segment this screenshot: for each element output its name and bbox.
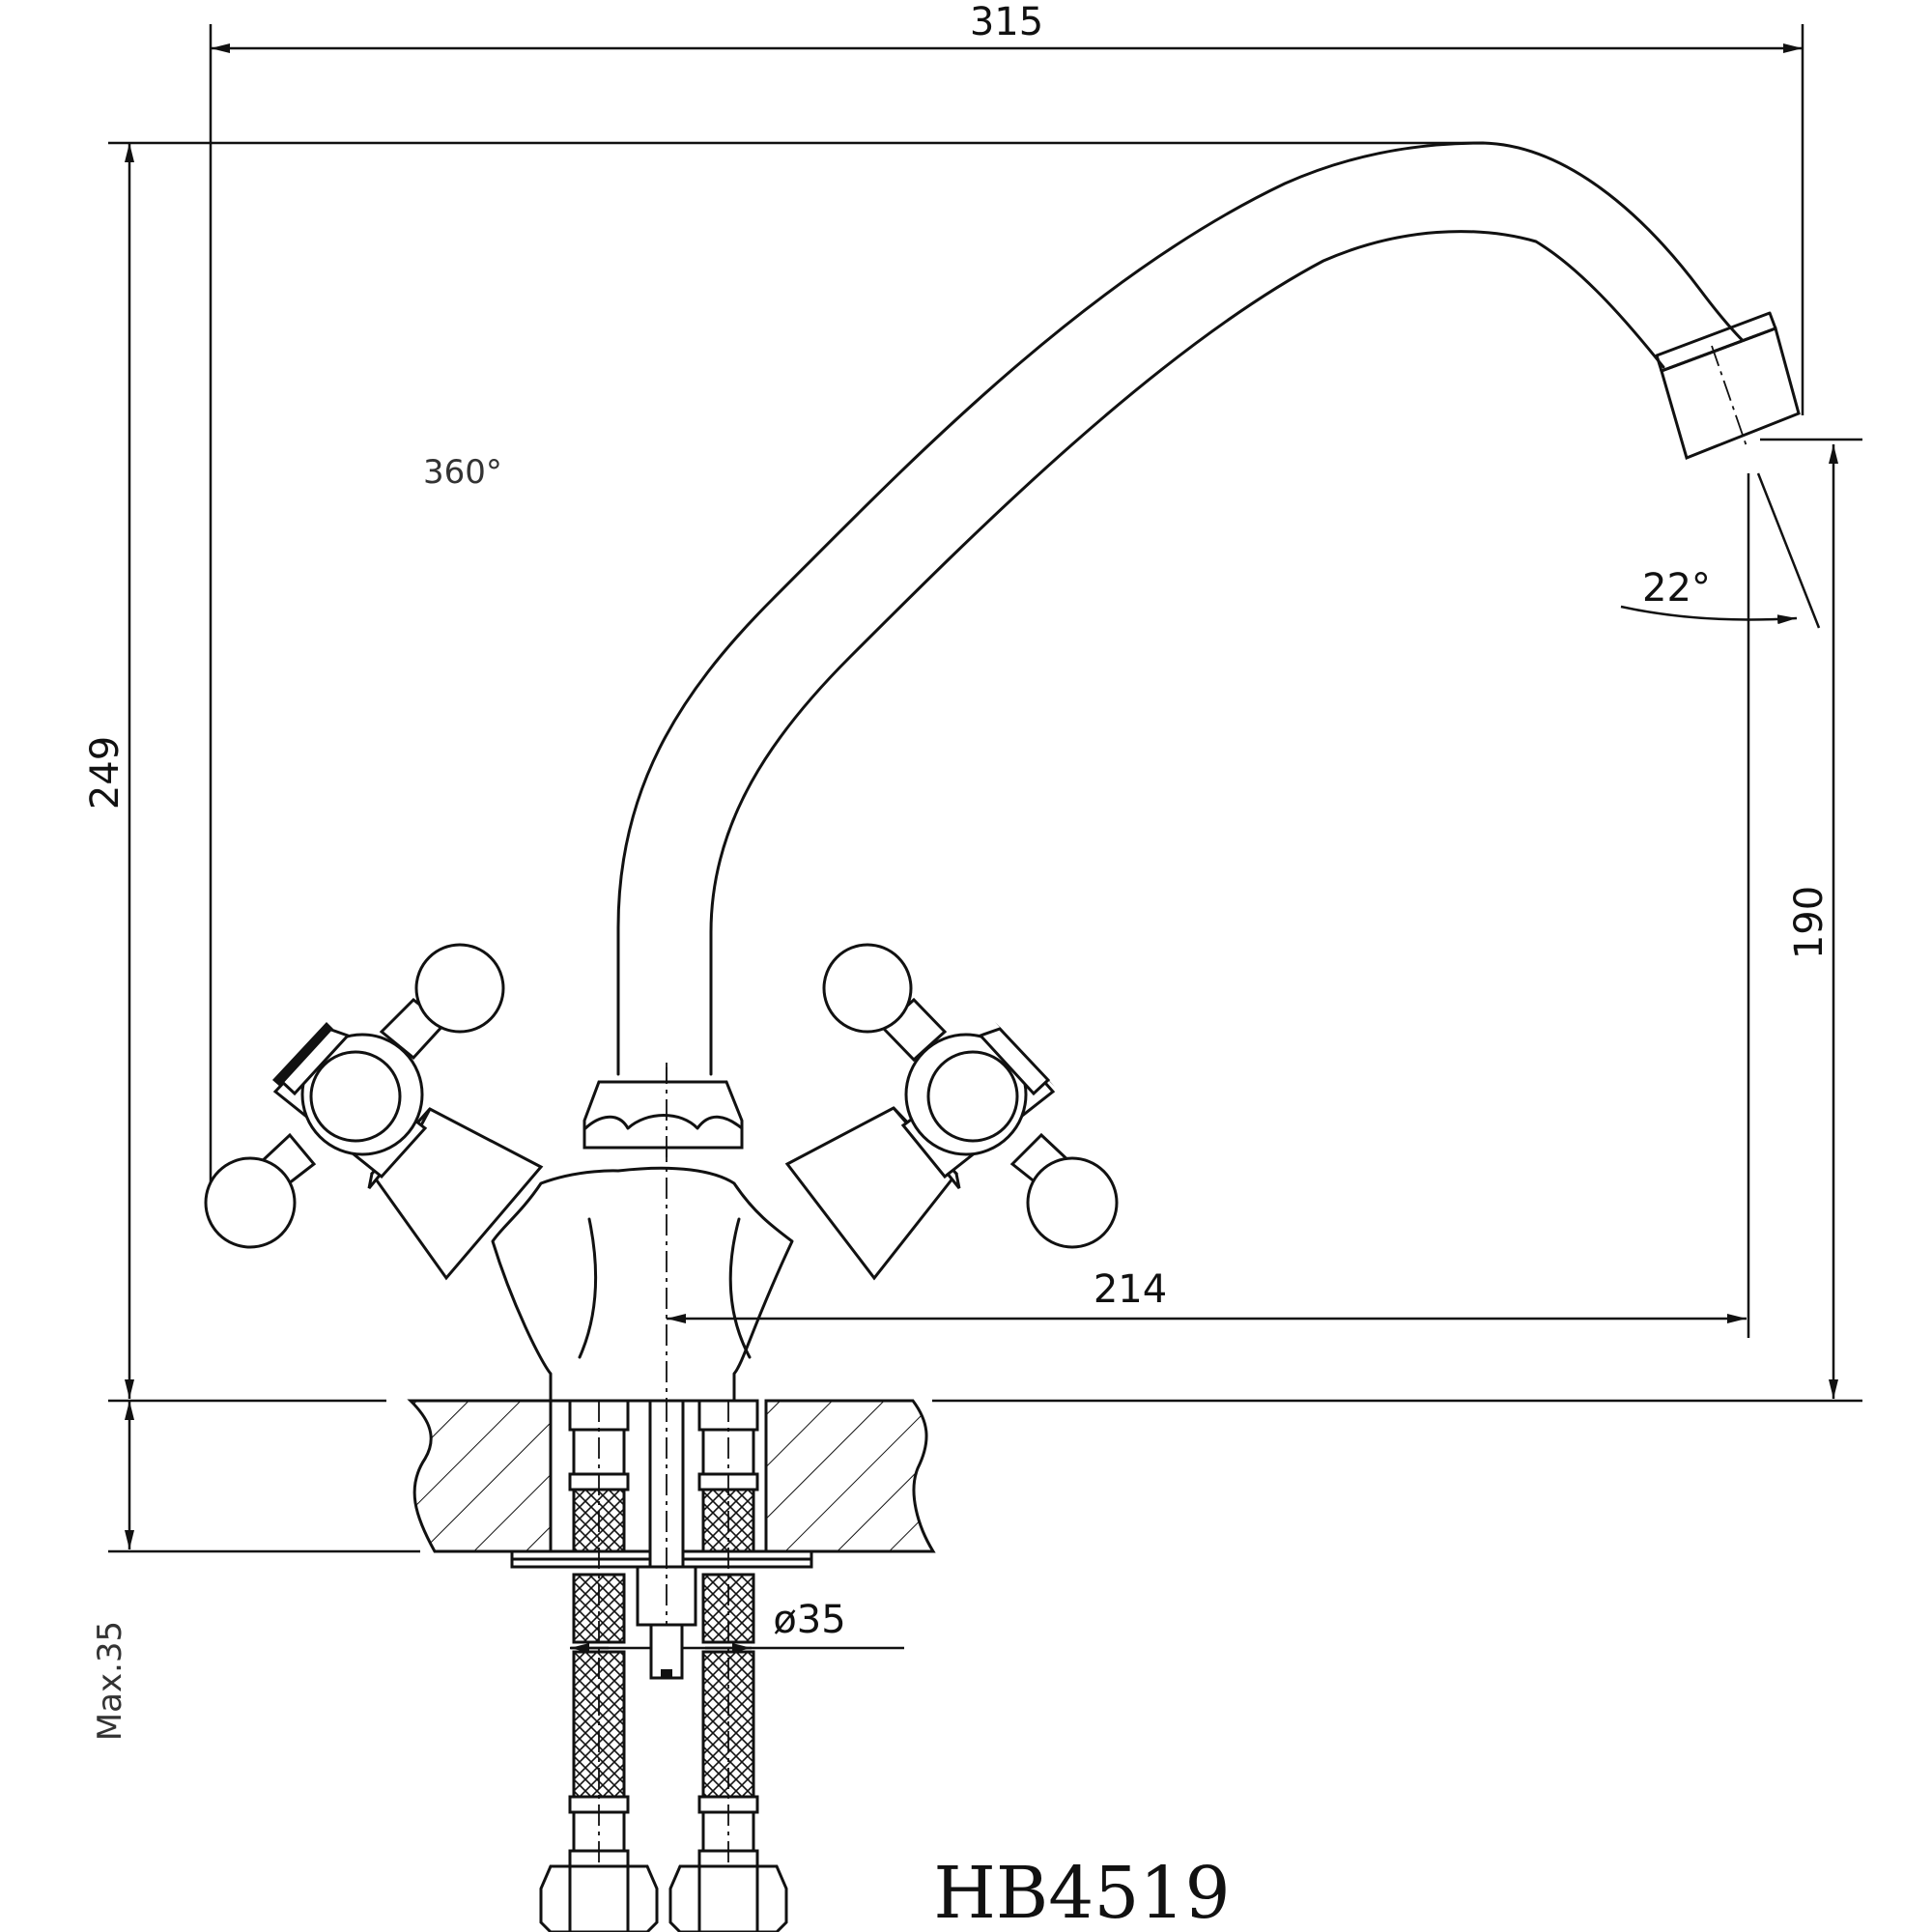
dimension-spout-height: 190 [1760, 438, 1862, 1399]
dimension-mounting-hole: ø35 [570, 1598, 904, 1653]
rotation-label: 360° [423, 453, 502, 492]
dimension-overall-height: 249 [83, 141, 1483, 1399]
dimension-max-thickness-label: Max.35 [91, 1621, 129, 1741]
dimension-mounting-hole-label: ø35 [773, 1598, 845, 1642]
dimension-overall-width: 315 [209, 0, 1804, 1186]
model-code: HB4519 [933, 1852, 1230, 1932]
left-supply-hose [539, 1399, 659, 1932]
dimension-overall-width-label: 315 [970, 0, 1043, 44]
right-cross-handle[interactable] [784, 943, 1119, 1281]
dimension-overall-height-label: 249 [83, 736, 128, 810]
spout [616, 141, 1801, 1076]
mounting-stud [636, 1399, 697, 1681]
right-supply-hose [668, 1399, 788, 1932]
dimension-spout-angle: 22° [1620, 472, 1821, 629]
spout-collar-nut [582, 1063, 744, 1159]
dimension-spout-reach: 214 [666, 473, 1750, 1420]
left-cross-handle[interactable] [204, 943, 544, 1281]
dimension-max-thickness: Max.35 [91, 1401, 420, 1741]
countertop-section [407, 1399, 936, 1569]
faucet-body [491, 1063, 794, 1403]
dimension-spout-height-label: 190 [1787, 886, 1832, 959]
dimension-spout-reach-label: 214 [1094, 1267, 1167, 1312]
dimension-spout-angle-label: 22° [1642, 566, 1711, 611]
spout-aerator [1655, 311, 1801, 461]
